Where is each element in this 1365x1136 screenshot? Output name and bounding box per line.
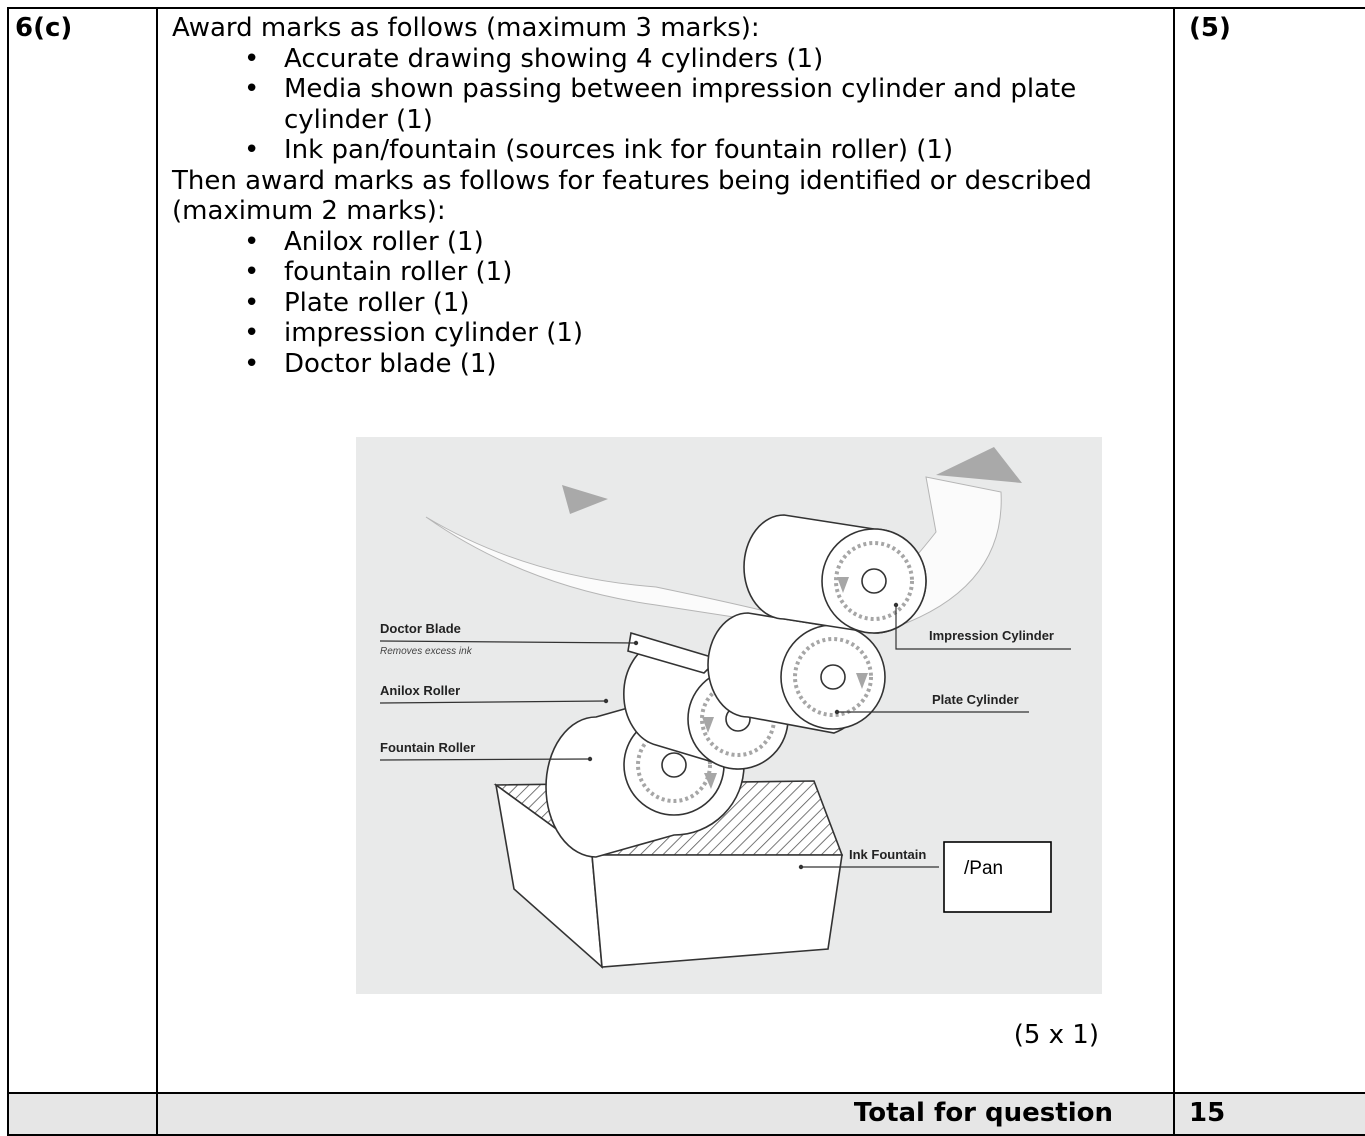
question-number: 6(c): [7, 7, 158, 1094]
list-item: impression cylinder (1): [244, 318, 1173, 349]
media-web: [425, 476, 1002, 634]
doctor-blade-shape: [627, 631, 720, 674]
anilox-roller-label: Anilox Roller: [380, 683, 460, 698]
intro-text-1: Award marks as follows (maximum 3 marks)…: [172, 13, 760, 43]
fountain-roller-label: Fountain Roller: [380, 740, 475, 755]
doctor-blade-label: Doctor Blade: [380, 621, 461, 636]
plate-cylinder-axle: [820, 664, 846, 690]
answer-cell: Award marks as follows (maximum 3 marks)…: [156, 7, 1175, 1094]
direction-arrow-left: [562, 485, 608, 514]
criteria-list-2: Anilox roller (1) fountain roller (1) Pl…: [172, 227, 1173, 380]
leader-lines: [379, 605, 1071, 868]
mark-scheme-table: 6(c) Award marks as follows (maximum 3 m…: [7, 7, 1365, 1136]
fountain-roller-axle: [661, 752, 687, 778]
ink-fountain-label: Ink Fountain: [849, 847, 926, 862]
plate-cylinder-label: Plate Cylinder: [932, 692, 1019, 707]
list-item: Anilox roller (1): [244, 227, 1173, 258]
marks-value: (5): [1173, 7, 1365, 1094]
list-item: Doctor blade (1): [244, 349, 1173, 380]
pan-annotation-text: /Pan: [964, 858, 1003, 879]
criteria-list-1: Accurate drawing showing 4 cylinders (1)…: [172, 44, 1173, 166]
marks-formula: (5 x 1): [1013, 1020, 1099, 1050]
list-item: fountain roller (1): [244, 257, 1173, 288]
flexo-press-diagram: Doctor Blade Removes excess ink Anilox R…: [356, 437, 1102, 994]
question-row: 6(c) Award marks as follows (maximum 3 m…: [7, 7, 1365, 1094]
list-item: Accurate drawing showing 4 cylinders (1): [244, 44, 1173, 75]
ink-fountain-front: [591, 854, 843, 968]
total-empty-cell: [7, 1092, 158, 1136]
impression-cylinder-label: Impression Cylinder: [929, 628, 1054, 643]
list-item: Plate roller (1): [244, 288, 1173, 319]
pan-annotation-box: [943, 841, 1052, 913]
intro-text-2: Then award marks as follows for features…: [172, 165, 1092, 227]
total-label: Total for question: [156, 1092, 1175, 1136]
leader-dots: [587, 602, 899, 870]
total-row: Total for question 15: [7, 1092, 1365, 1136]
direction-arrow-right: [936, 447, 1022, 483]
total-value: 15: [1173, 1092, 1365, 1136]
doctor-blade-note: Removes excess ink: [380, 646, 473, 657]
list-item: Ink pan/fountain (sources ink for founta…: [244, 135, 1173, 166]
diagram-svg: Doctor Blade Removes excess ink Anilox R…: [379, 447, 1071, 969]
list-item: Media shown passing between impression c…: [244, 74, 1173, 135]
impression-cylinder-axle: [861, 568, 887, 594]
